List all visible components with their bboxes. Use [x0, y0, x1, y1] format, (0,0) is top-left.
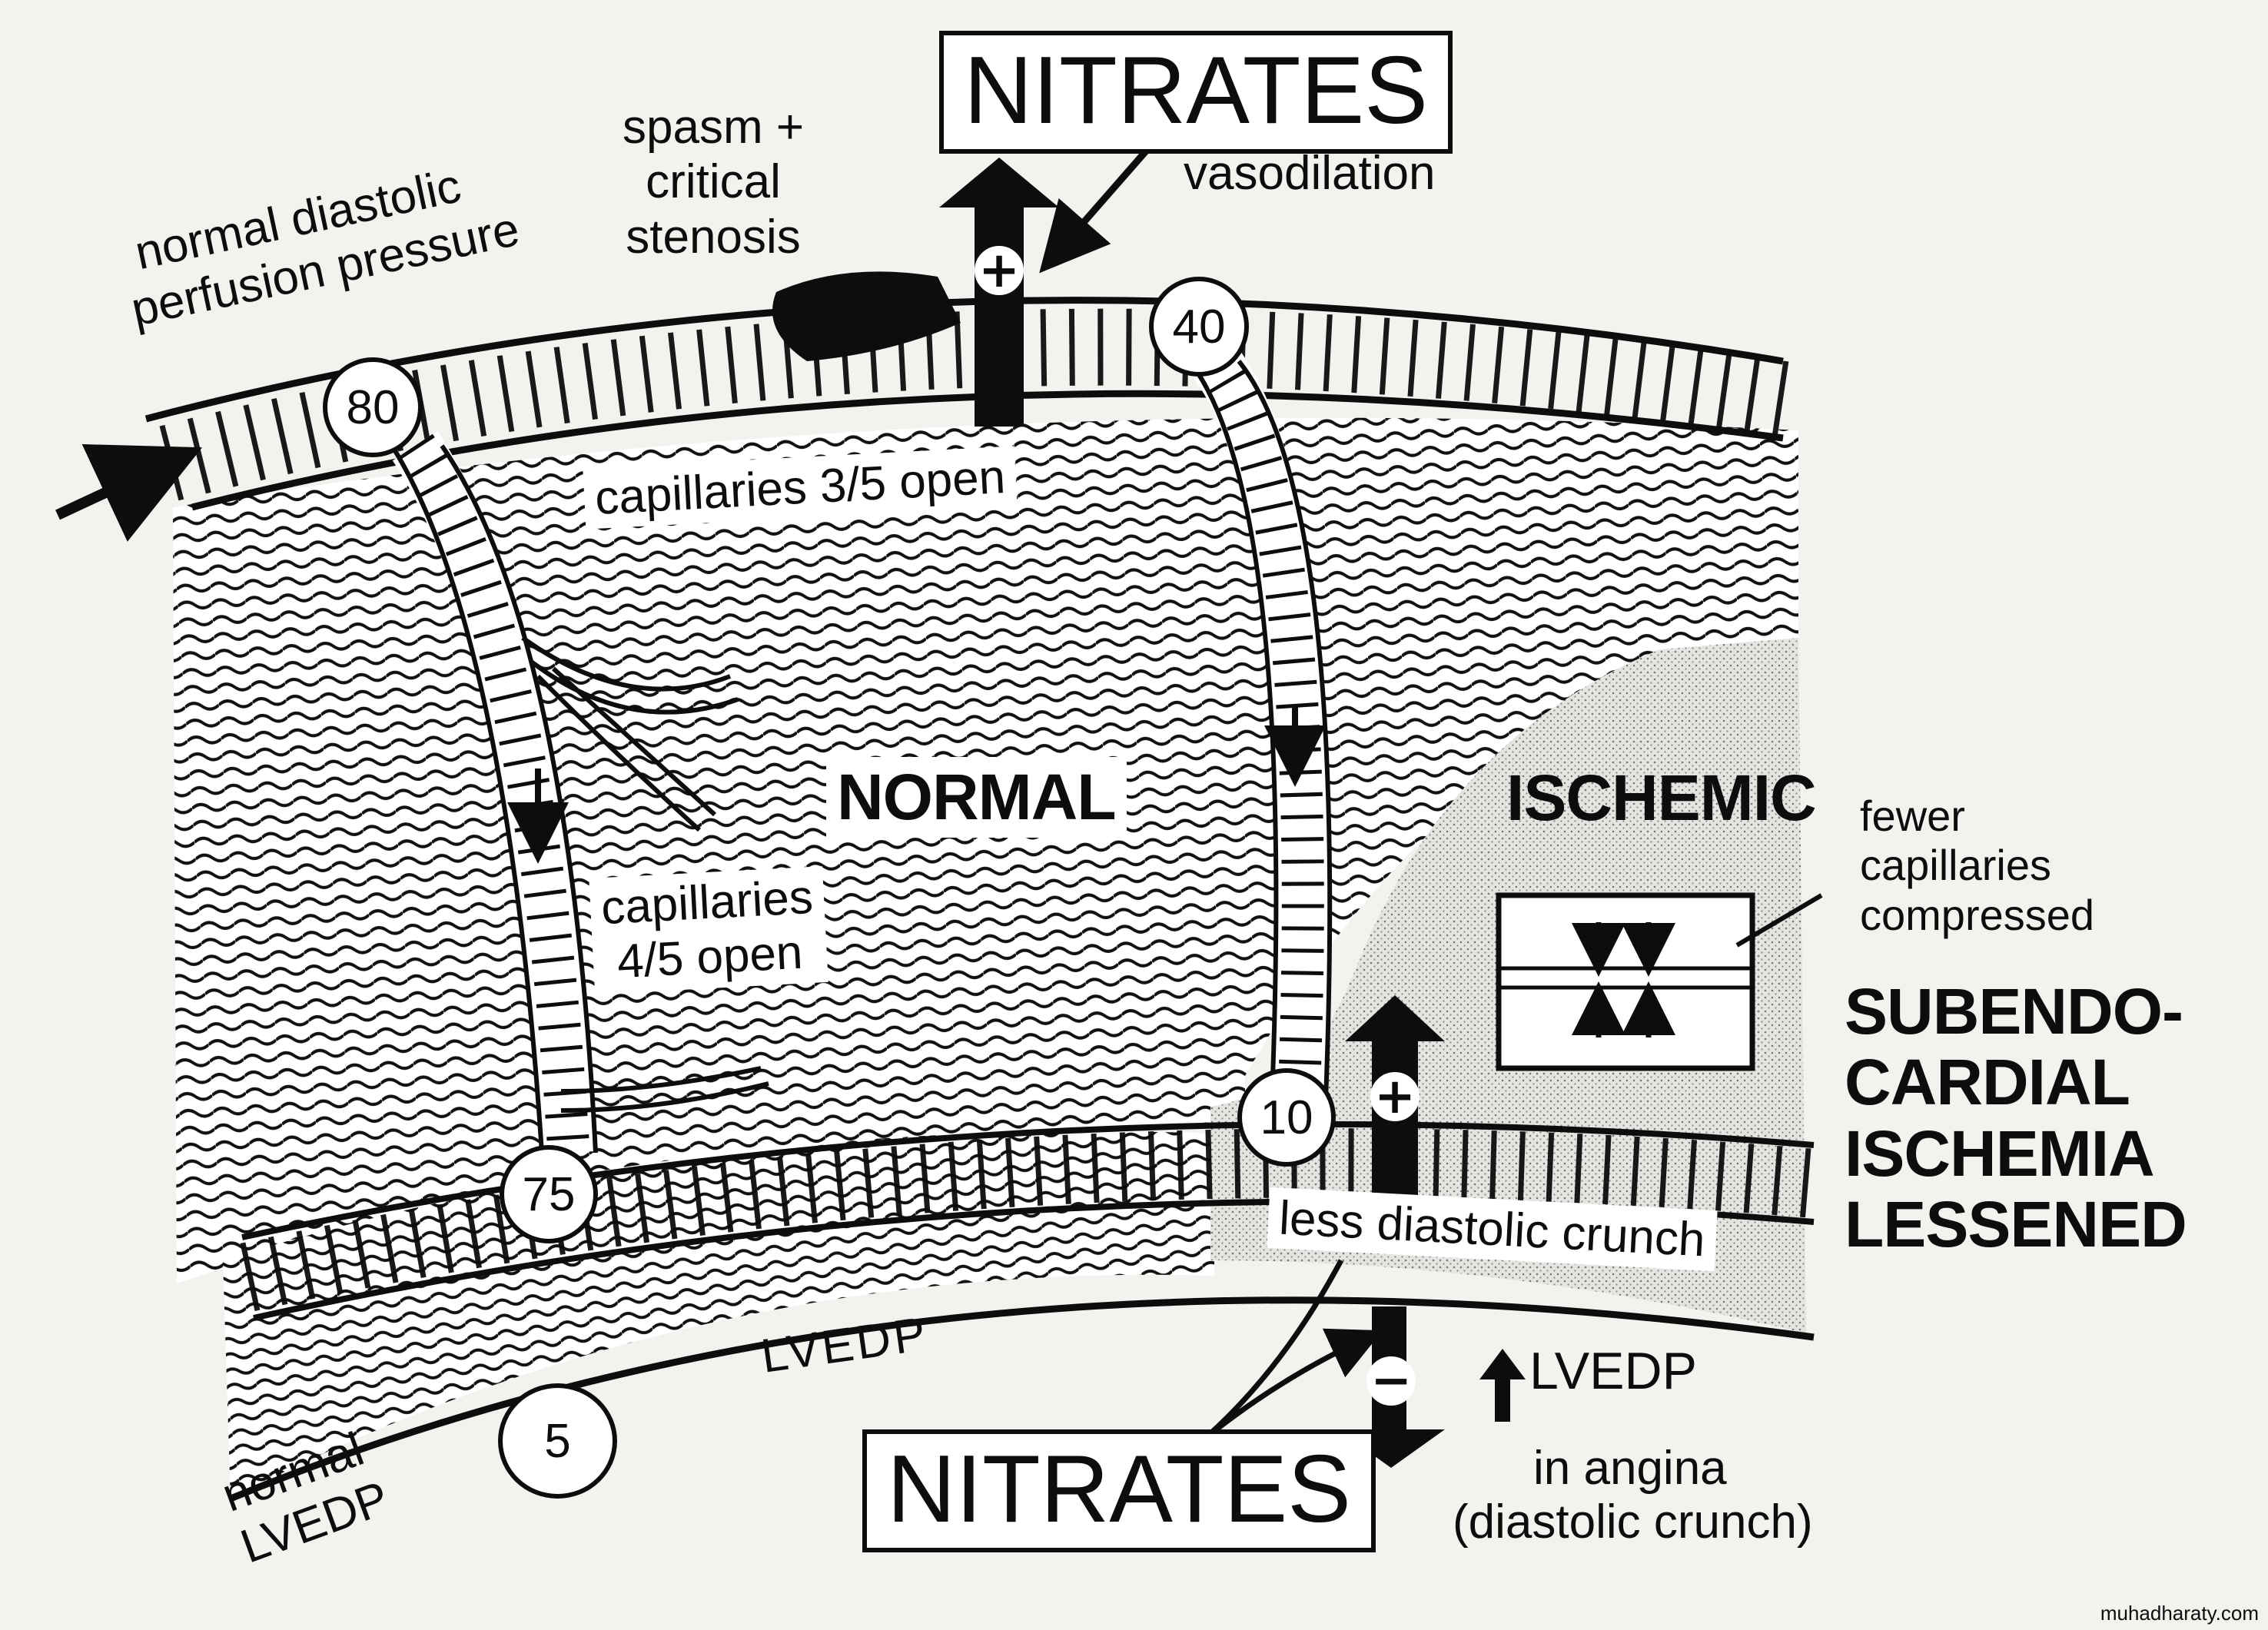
four-fifths-open-line: 4/5 open	[616, 925, 804, 989]
pressure-75: 75	[500, 1145, 598, 1243]
lvedp-angina-label: LVEDP	[1529, 1341, 1697, 1401]
subendo-line: SUBENDO-	[1845, 975, 2183, 1047]
spasm-stenosis-label: spasm + critical stenosis	[623, 100, 804, 264]
lessened-line: LESSENED	[1845, 1188, 2187, 1261]
lvedp-up-text: LVEDP	[1529, 1342, 1697, 1400]
capillary-branch	[560, 1066, 762, 1094]
cardial-line: CARDIAL	[1845, 1046, 2130, 1119]
diastolic-crunch-label: (diastolic crunch)	[1453, 1496, 1813, 1549]
inset-pointer	[1735, 893, 1823, 948]
pressure-10: 10	[1237, 1068, 1336, 1167]
in-angina-label: in angina	[1533, 1442, 1727, 1495]
bottom-nitrates-box: NITRATES	[862, 1429, 1376, 1553]
fewer-capillaries-label: fewer capillaries compressed	[1860, 792, 2094, 940]
endocardial-vessel-outer-wall	[241, 1121, 1815, 1240]
capillaries-4-5-label: capillaries 4/5 open	[589, 866, 829, 994]
subendocardial-ischemia-label: SUBENDO- CARDIAL ISCHEMIA LESSENED	[1845, 976, 2187, 1260]
vasodilation-label: vasodilation	[1184, 147, 1436, 200]
ischemia-line: ISCHEMIA	[1845, 1117, 2155, 1190]
top-nitrates-box: NITRATES	[939, 31, 1453, 154]
pressure-40: 40	[1149, 277, 1249, 377]
normal-zone-label: NORMAL	[826, 757, 1127, 838]
minus-symbol: −	[1366, 1353, 1416, 1409]
capillary-compression-inset	[1496, 892, 1755, 1071]
capillary-branch	[521, 636, 732, 692]
critical-line: critical	[646, 155, 781, 209]
inflow-arrow	[55, 444, 203, 542]
right-penetrating-vessel	[1192, 344, 1330, 1100]
capillary-branch	[536, 674, 702, 832]
pressure-5: 5	[498, 1383, 617, 1499]
fewer-line: fewer	[1860, 792, 1965, 840]
plus-symbol-top: +	[975, 242, 1024, 299]
endocardial-surface	[229, 1296, 1815, 1502]
nitrates-to-crunch-line	[1181, 1259, 1344, 1459]
compressed-line: compressed	[1860, 890, 2095, 939]
plus-symbol-bottom: +	[1370, 1068, 1420, 1125]
lvedp-rise-arrow	[1479, 1349, 1526, 1422]
ischemic-zone-label: ISCHEMIC	[1506, 762, 1817, 834]
pressure-80: 80	[323, 357, 423, 457]
nitrates-to-artery-arrow	[1039, 132, 1164, 274]
stenosis-line: stenosis	[626, 210, 801, 264]
spasm-line: spasm +	[623, 101, 805, 154]
stenosis-plaque	[772, 271, 961, 361]
capillaries-line: capillaries	[1860, 841, 2051, 890]
watermark: muhadharaty.com	[2100, 1602, 2259, 1625]
